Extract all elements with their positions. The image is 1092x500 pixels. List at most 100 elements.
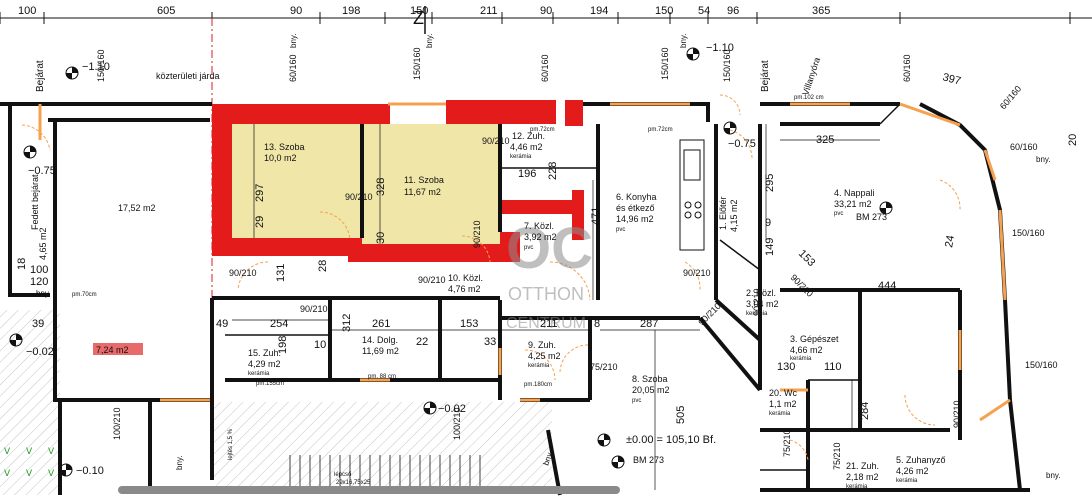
bny-label: bny. (1036, 155, 1051, 164)
windows (38, 102, 1011, 422)
room-area: 1,1 m2 (769, 399, 797, 409)
room-material: kerámia (896, 478, 918, 484)
top-dim: 605 (157, 5, 175, 17)
dim: 505 (675, 406, 687, 424)
room-material: kerámia (846, 484, 868, 490)
bejarat-label: Bejárat (760, 60, 771, 92)
watermark: OC OTTHON CENTRUM (506, 216, 593, 332)
door-dim: 60/160 (902, 54, 912, 82)
door-dim: 75/210 (832, 442, 842, 470)
pm-label: pm.155cm (256, 381, 284, 387)
dim: 10 (314, 339, 326, 351)
room-highlight (362, 124, 500, 244)
door-dim: 150/160 (1012, 228, 1045, 238)
door-dim: 90/210 (482, 136, 510, 146)
bny-label: bny. (679, 33, 688, 48)
room-name: 11. Szoba (404, 175, 444, 185)
room-name: 13. Szoba (264, 142, 305, 152)
top-dim: 365 (812, 5, 830, 17)
fedett-area: 4,65 m2 (38, 227, 48, 260)
dim: 284 (859, 402, 871, 420)
room-area: 2,18 m2 (846, 472, 879, 482)
dim: 211 (540, 318, 558, 330)
pm-labels: pm.70cm pm.72cm pm.102 cm pm.72cm pm.155… (72, 95, 824, 388)
room-area: 4,29 m2 (248, 359, 281, 369)
room-material: kerámia (769, 411, 791, 417)
dim: 20 (1067, 134, 1079, 146)
bny-label: bny. (289, 33, 298, 48)
plan-labels: −1.10 −1.10 közterületi járda −0.75 −0.7… (26, 42, 962, 486)
fedett-label: Fedett bejárat (30, 174, 40, 230)
door-dim: 60/160 (288, 54, 298, 82)
arc-dim: 397 (941, 71, 962, 87)
room-area: 4,15 m2 (729, 199, 739, 232)
room-name: 15. Zuh. (248, 348, 281, 358)
street-label: közterületi járda (156, 71, 220, 81)
door-dim: 90/210 (789, 272, 816, 299)
room-area: 3,04 m2 (746, 299, 779, 309)
pm-label: pm.70cm (72, 292, 97, 298)
horizontal-scrollbar[interactable] (118, 486, 620, 494)
lepcso-label: 29x16,75x25 (336, 480, 371, 486)
door-dim: 90/210 (683, 268, 711, 278)
dim: 153 (796, 248, 817, 269)
courtyard-hatch (212, 402, 552, 492)
room-name: 9. Zuh. (528, 340, 556, 350)
dim: 297 (254, 184, 266, 202)
svg-text:Z: Z (413, 8, 424, 28)
bm-label: BM 273 (856, 212, 887, 222)
door-dim: 90/210 (472, 220, 482, 248)
room-material: pvc (834, 211, 843, 217)
staircase (289, 455, 481, 488)
dim: 8 (594, 318, 600, 330)
level-label: −0.75 (28, 165, 56, 177)
top-dim: 198 (342, 5, 360, 17)
level-label: −0.75 (728, 138, 756, 150)
door-dim: 150/160 (660, 47, 670, 80)
dim: 287 (640, 318, 658, 330)
dim: 261 (372, 318, 390, 330)
door-dim: 150/160 (722, 49, 732, 82)
door-dim: 90/210 (752, 288, 762, 316)
room-area: 4,76 m2 (448, 284, 481, 294)
room-name: 21. Zuh. (846, 461, 879, 471)
room-name: 10. Közl. (448, 273, 483, 283)
door-dim: 75/210 (782, 429, 792, 457)
top-dim: 90 (540, 5, 552, 17)
door-dim: 90/210 (418, 275, 446, 285)
room-area: 4,26 m2 (896, 466, 929, 476)
garden-area (0, 440, 60, 480)
door-dim: 90/210 (696, 301, 723, 328)
room-material: kerámia (248, 371, 270, 377)
room-material: pvc (616, 227, 625, 233)
dim: 33 (484, 336, 496, 348)
walls (0, 102, 1030, 496)
room-highlight (232, 124, 362, 238)
level-label: −1.10 (82, 61, 110, 73)
kitchen-counter (679, 139, 705, 251)
door-dim: 60/160 (998, 84, 1023, 112)
villanyora-label: Villanyóra (800, 56, 822, 97)
door-dim: 60/160 (540, 54, 550, 82)
dim: 149 (764, 238, 776, 256)
room-material: pvc (632, 398, 641, 404)
top-dim: 211 (480, 5, 498, 17)
dim: 130 (777, 361, 795, 373)
top-dim: 96 (727, 5, 739, 17)
dim: 49 (216, 318, 228, 330)
top-dim: 150 (410, 5, 428, 17)
watermark-line1: OTTHON (508, 284, 584, 304)
room-area: 17,52 m2 (118, 203, 156, 213)
room-area: 7,24 m2 (96, 345, 129, 355)
room-area: 11,67 m2 (404, 187, 441, 197)
door-swings (21, 94, 961, 461)
dim: 328 (375, 178, 387, 196)
dim: 295 (764, 174, 776, 192)
door-dim: 90/210 (952, 400, 962, 428)
dim: 228 (547, 162, 559, 180)
room-area: 11,69 m2 (362, 346, 399, 356)
lejtes-label: lejtés 1,5 % (228, 428, 234, 460)
room-name: 12. Zuh. (512, 131, 545, 141)
room-name: 20. Wc (769, 388, 798, 398)
